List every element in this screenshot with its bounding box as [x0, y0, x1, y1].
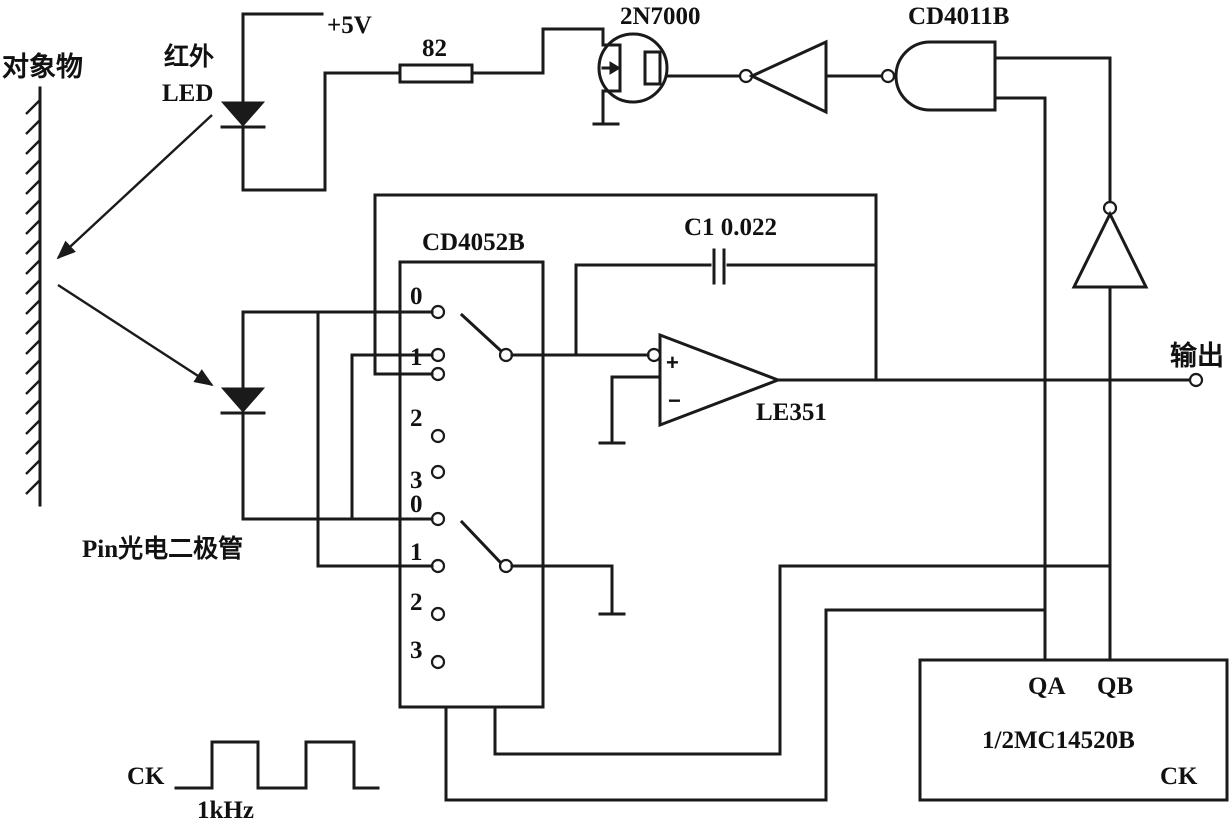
- resistor-to-drain-wire: [470, 27, 605, 75]
- mux-label: CD4052B: [422, 229, 525, 256]
- object-label: 对象物: [2, 51, 83, 82]
- mux-ch-top-3: 3: [410, 467, 423, 494]
- counter-mc14520b: [918, 658, 1229, 802]
- nand-label: CD4011B: [908, 3, 1009, 30]
- photodiode-cathode-wire: [241, 411, 434, 521]
- mux-top-pins: [430, 304, 446, 480]
- mux-ch-bottom-1: 1: [410, 539, 423, 566]
- mux-ch-top-2: 2: [410, 405, 423, 432]
- supply-wire: [241, 12, 324, 104]
- capacitor-c1: [712, 248, 726, 285]
- emitted-ray-arrow: [56, 114, 213, 260]
- counter-qb-label: QB: [1097, 673, 1133, 700]
- mux-ch-bottom-0: 0: [410, 491, 423, 518]
- counter-label: 1/2MC14520B: [982, 727, 1135, 754]
- output-terminal: [1188, 372, 1204, 388]
- opamp-label: LE351: [756, 399, 827, 426]
- clock-waveform: [174, 740, 380, 790]
- mux-ch-bottom-2: 2: [410, 589, 423, 616]
- qa-wire: [993, 96, 1047, 662]
- mux-ch-top-0: 0: [410, 283, 423, 310]
- mux-bottom-switch: [459, 519, 514, 574]
- pin-photodiode: [220, 387, 266, 415]
- target-object: [25, 86, 42, 507]
- reflected-ray-arrow: [57, 283, 214, 387]
- opamp-plus-sign: +: [666, 350, 679, 375]
- mux-ch-bottom-3: 3: [410, 637, 423, 664]
- photodiode-anode-wire: [241, 310, 434, 390]
- address-line-b: [493, 564, 1112, 756]
- inverter-horizontal: [738, 39, 828, 115]
- mux-cd4052b: [398, 260, 545, 709]
- mux-bottom-to-ground-wire: [510, 564, 614, 616]
- ir-led-label-cn: 红外: [164, 42, 214, 71]
- mosfet-2n7000: [592, 32, 669, 126]
- led-return-wire: [241, 71, 402, 192]
- resistor-label: 82: [422, 35, 447, 62]
- cross-wire-b: [350, 353, 434, 521]
- clock-freq-label: 1kHz: [197, 797, 254, 821]
- cross-wire-a: [316, 310, 434, 568]
- opamp-minus-sign: −: [668, 388, 681, 413]
- resistor-82: [398, 63, 474, 84]
- outer-loop-to-mux: [373, 368, 434, 376]
- mux-ch-top-1: 1: [410, 344, 423, 371]
- clock-label: CK: [127, 763, 165, 790]
- photodiode-label: Pin光电二极管: [82, 534, 243, 563]
- opamp-minus-wire: [610, 375, 662, 445]
- address-line-a: [444, 608, 1047, 802]
- output-label: 输出: [1170, 340, 1224, 371]
- mosfet-label: 2N7000: [620, 3, 701, 30]
- nand-gate-cd4011b: [880, 40, 997, 112]
- opamp-le351: + −: [646, 332, 783, 428]
- ir-led-diode: [220, 101, 266, 129]
- inverter-vertical: [1071, 200, 1149, 289]
- cap-left-wire: [574, 263, 712, 357]
- nand-input-a-wire: [993, 56, 1112, 204]
- capacitor-label: C1 0.022: [684, 214, 777, 241]
- ir-led-label-en: LED: [162, 80, 213, 107]
- supply-label: +5V: [327, 12, 372, 39]
- mux-bottom-pins: [430, 511, 446, 670]
- mux-top-switch: [459, 312, 514, 363]
- counter-ck-label: CK: [1160, 763, 1198, 790]
- outer-loop-top: [373, 193, 878, 382]
- counter-qa-label: QA: [1028, 673, 1066, 700]
